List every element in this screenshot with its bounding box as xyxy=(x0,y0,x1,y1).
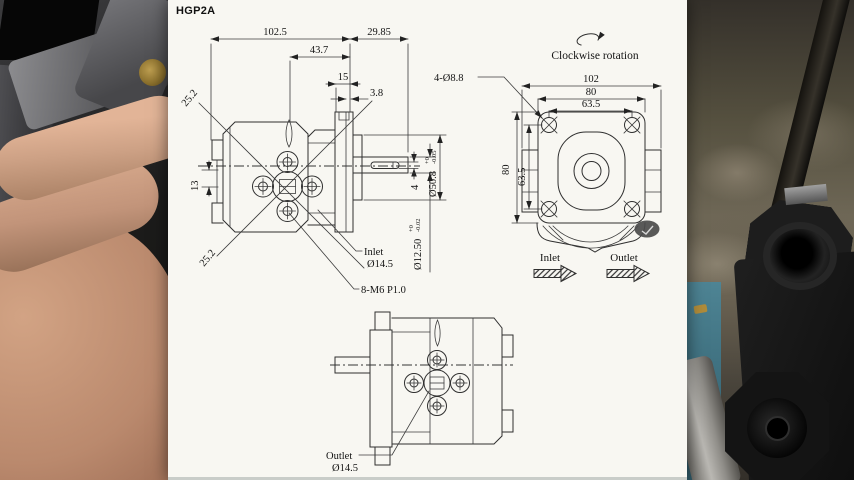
pump-shaft-end xyxy=(765,416,790,441)
front-view-dimensions: 102 80 63.5 80 63 xyxy=(434,73,662,224)
pump-port-hole xyxy=(763,222,837,290)
outlet-callout-label: Outlet xyxy=(326,451,352,462)
dim-flange-thickness: 15 xyxy=(338,72,349,83)
dim-groove-width: 3.8 xyxy=(370,88,383,99)
front-view-outline xyxy=(521,111,662,253)
pump-fitting xyxy=(784,183,828,206)
inlet-flow-arrow-icon xyxy=(533,264,578,283)
front-inlet-label: Inlet xyxy=(540,252,560,264)
side-view-dimensions: 102.5 29.85 43.7 15 3.8 25.2 2 xyxy=(180,27,447,296)
brass-fitting xyxy=(139,59,166,86)
side-view-drawing: 102.5 29.85 43.7 15 3.8 25.2 2 xyxy=(180,27,447,296)
bolt-holes-callout: 4-Ø8.8 xyxy=(434,73,463,84)
dim-bolt-diagonal-upper: 25.2 xyxy=(180,88,200,109)
inlet-callout-diameter: Ø14.5 xyxy=(367,259,393,270)
dim-shaft-extension: 29.85 xyxy=(367,27,391,38)
shaft-tolerance-plus: +0 xyxy=(408,225,415,232)
photo-background-left xyxy=(0,0,221,480)
pilot-tolerance-plus: +0 xyxy=(424,157,431,164)
inlet-callout-label: Inlet xyxy=(364,247,383,258)
dim-key-height: 4 xyxy=(410,184,421,190)
shaft-tolerance-minus: -0.02 xyxy=(415,218,422,232)
clockwise-rotation-icon xyxy=(576,31,605,46)
thread-callout-label: 8-M6 P1.0 xyxy=(361,285,406,296)
top-view-flange-clover xyxy=(404,350,470,416)
technical-drawing: 102.5 29.85 43.7 15 3.8 25.2 2 xyxy=(180,27,662,474)
bolt-hole-marks xyxy=(254,153,321,220)
dim-flange-width: 80 xyxy=(586,87,597,98)
photo-background-right xyxy=(663,0,854,480)
rotation-direction: Clockwise rotation xyxy=(551,31,639,62)
top-view-outline xyxy=(330,311,514,466)
dim-flange-height: 80 xyxy=(501,165,512,176)
top-view-dimensions: Outlet Ø14.5 xyxy=(326,390,430,474)
bolt-hole-marks xyxy=(540,116,641,218)
dim-bolt-diagonal-lower: 25.2 xyxy=(198,248,218,269)
page-title: HGP2A xyxy=(176,5,216,17)
datasheet-page: HGP2A xyxy=(168,0,687,480)
dim-overall-width: 102 xyxy=(583,74,599,85)
dim-tab-height: 13 xyxy=(190,181,201,192)
dim-body-length: 43.7 xyxy=(310,45,328,56)
page-bottom-edge xyxy=(168,477,687,480)
top-view-drawing: Outlet Ø14.5 xyxy=(326,311,514,474)
rotation-label: Clockwise rotation xyxy=(551,50,638,62)
outlet-flow-arrow-icon xyxy=(606,264,651,283)
side-view-outline xyxy=(198,100,420,269)
outlet-callout-diameter: Ø14.5 xyxy=(332,463,358,474)
dim-bolt-spacing-v: 63.5 xyxy=(517,168,528,186)
dim-shaft-diameter: Ø12.50 xyxy=(413,239,424,270)
front-outlet-label: Outlet xyxy=(610,252,638,264)
dim-bolt-spacing-h: 63.5 xyxy=(582,99,600,110)
dim-overall-length: 102.5 xyxy=(263,27,287,38)
flow-direction-labels: Inlet Outlet xyxy=(533,252,651,283)
watermark-stamp-icon xyxy=(634,220,660,238)
bolt-hole-marks xyxy=(406,352,468,414)
dim-pilot-diameter: Ø50.8 xyxy=(428,171,439,197)
front-view-drawing: Clockwise rotation xyxy=(434,31,662,283)
side-view-flange-clover xyxy=(252,151,323,222)
